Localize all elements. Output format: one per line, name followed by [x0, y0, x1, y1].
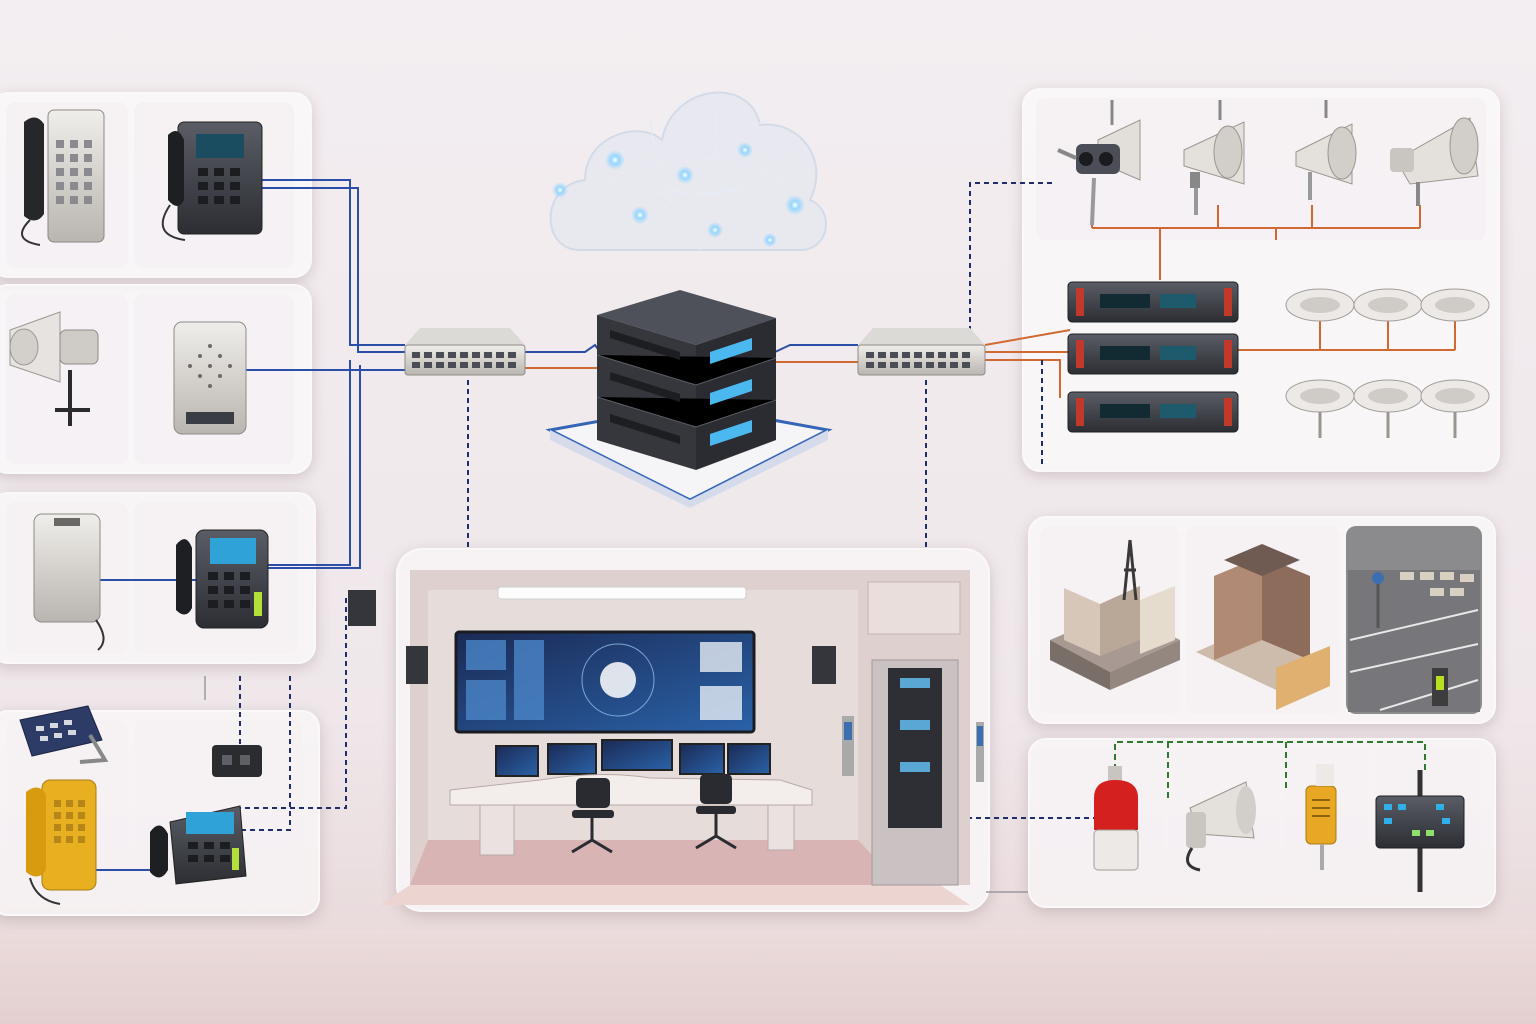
intercom-icon — [33, 513, 105, 651]
network-switch-icon — [404, 328, 526, 376]
intercom-icon — [1305, 764, 1337, 870]
network-switch-icon — [857, 328, 986, 376]
cloud-icon — [549, 91, 827, 251]
floor — [0, 930, 1536, 1024]
amplifier-icon — [1067, 333, 1239, 375]
telephone-icon — [26, 779, 97, 905]
telephone-icon — [21, 109, 105, 246]
server-stack-icon — [545, 290, 833, 508]
dashed-links — [239, 182, 1095, 831]
amplifier-icon — [1067, 281, 1239, 323]
horn-speaker-icon — [1057, 100, 1141, 226]
telephone-icon — [161, 121, 263, 241]
intercom-icon — [173, 321, 247, 435]
ceiling-speaker-icon — [1285, 288, 1490, 438]
amplifier-icon — [1067, 391, 1239, 433]
horn-speaker-icon — [1390, 117, 1479, 206]
building-icon — [1050, 539, 1180, 690]
alarm-beacon-icon — [1093, 766, 1139, 871]
horn-speaker-icon — [1183, 100, 1245, 215]
grey-links — [204, 676, 1028, 893]
dashed-green-links — [1114, 741, 1426, 800]
wall-socket-icon — [212, 745, 262, 777]
building-icon — [1196, 544, 1330, 710]
parking-lot-icon — [1348, 570, 1480, 712]
horn-speaker-icon — [1295, 100, 1357, 200]
horn-speaker-icon — [1186, 781, 1256, 872]
telephone-icon — [150, 805, 247, 885]
control-room-icon — [348, 570, 984, 905]
telephone-icon — [19, 705, 109, 764]
control-panel-icon — [1375, 770, 1465, 892]
orange-links — [520, 205, 1456, 398]
horn-speaker-icon — [9, 311, 99, 426]
telephone-icon — [176, 529, 269, 629]
